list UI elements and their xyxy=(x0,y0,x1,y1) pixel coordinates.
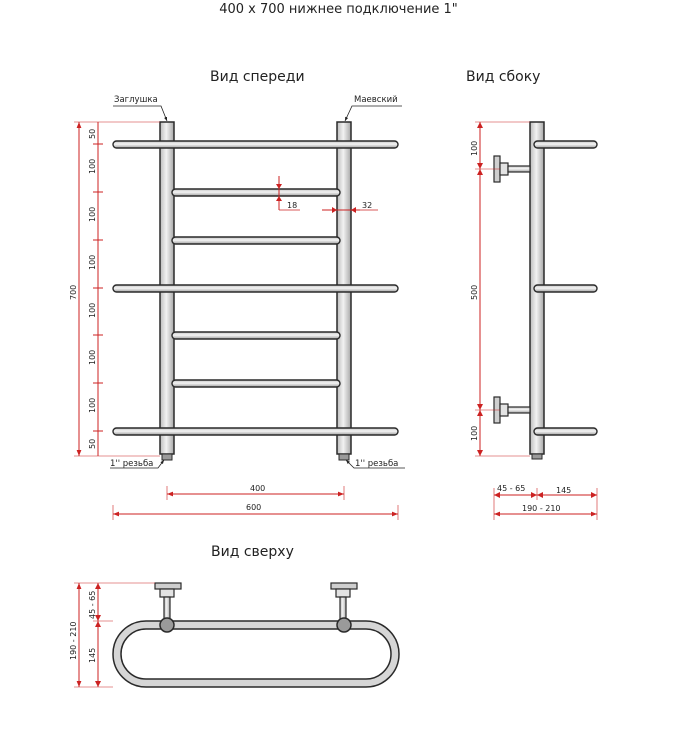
side-view-title: Вид сбоку xyxy=(466,69,541,85)
plug-label: Заглушка xyxy=(114,95,158,105)
top-dim-depth: 145 xyxy=(88,647,97,663)
long-bar-top xyxy=(112,140,399,149)
dim-seg-5: 100 xyxy=(88,302,97,318)
mayevsky-label: Маевский xyxy=(354,95,398,105)
short-bar-3 xyxy=(171,331,341,340)
top-view xyxy=(74,582,400,688)
top-dim-wall: 45 - 65 xyxy=(88,590,97,619)
thread-left-label: 1'' резьба xyxy=(110,459,154,469)
dim-seg-3: 100 xyxy=(88,206,97,222)
right-thread xyxy=(338,453,350,461)
top-riser-right xyxy=(336,617,352,633)
side-dim-wall: 45 - 65 xyxy=(497,484,526,493)
segment-chain xyxy=(93,122,103,456)
left-thread xyxy=(161,453,173,461)
dim-seg-8: 50 xyxy=(88,438,97,449)
side-dim-top: 100 xyxy=(470,140,479,156)
dim-seg-2: 100 xyxy=(88,158,97,174)
thread-right-label: 1'' резьба xyxy=(355,459,399,469)
side-dim-middle: 500 xyxy=(470,284,479,300)
dim-seg-1: 50 xyxy=(88,128,97,139)
dim-seg-4: 100 xyxy=(88,254,97,270)
side-bar-top xyxy=(533,140,598,149)
dim-700-label: 700 xyxy=(69,284,78,300)
dim-seg-6: 100 xyxy=(88,349,97,365)
dim-seg-7: 100 xyxy=(88,397,97,413)
side-dim-total: 190 - 210 xyxy=(522,504,561,513)
side-dim-bottom: 100 xyxy=(470,425,479,441)
top-riser-left xyxy=(159,617,175,633)
top-view-title: Вид сверху xyxy=(211,544,294,560)
mayevsky-leader xyxy=(344,105,402,122)
dim-32-label: 32 xyxy=(362,201,373,210)
short-bar-2 xyxy=(171,236,341,245)
long-bar-middle xyxy=(112,284,399,293)
thread-left-leader xyxy=(110,459,165,469)
drawing-title: 400 x 700 нижнее подключение 1" xyxy=(219,2,458,17)
short-bar-4 xyxy=(171,379,341,388)
side-view xyxy=(475,121,598,520)
front-view xyxy=(74,105,405,520)
top-loop-inner xyxy=(120,628,392,680)
dim-18-label: 18 xyxy=(287,201,298,210)
thread-right-leader xyxy=(345,459,405,469)
dim-600-label: 600 xyxy=(246,503,262,512)
plug-leader xyxy=(113,105,168,122)
side-bar-bottom xyxy=(533,427,598,436)
front-view-title: Вид спереди xyxy=(210,69,305,85)
short-bar-1 xyxy=(171,188,341,197)
top-dim-total: 190 - 210 xyxy=(69,621,78,660)
side-dim-depth: 145 xyxy=(556,486,572,495)
dim-400-label: 400 xyxy=(250,484,266,493)
side-bar-middle xyxy=(533,284,598,293)
long-bar-bottom xyxy=(112,427,399,436)
